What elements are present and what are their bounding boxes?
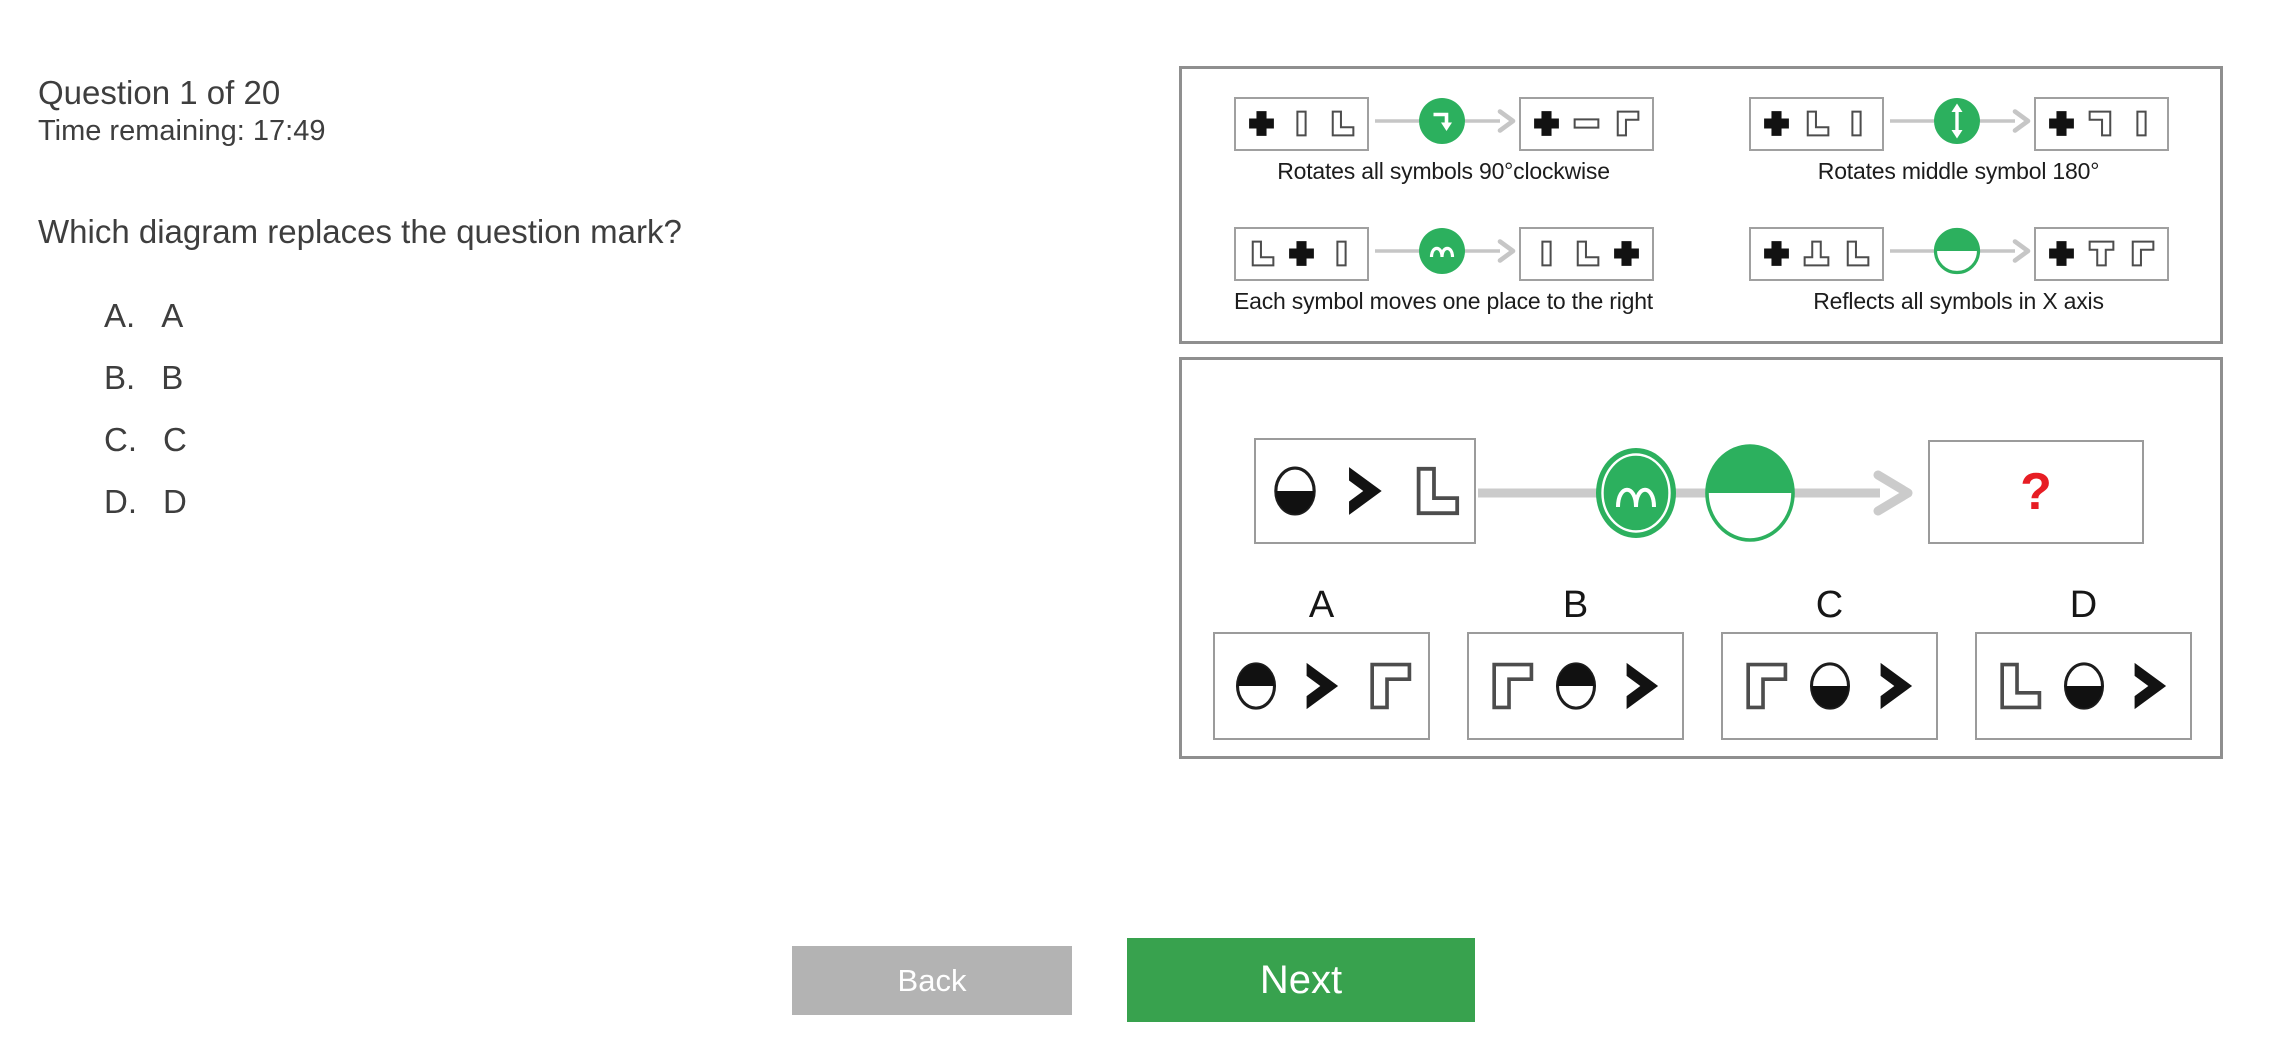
answer-option-b[interactable]: B. B (104, 359, 682, 397)
bar-v-symbol (1540, 240, 1552, 267)
bar-h-symbol (1573, 118, 1599, 129)
rules-panel: Rotates all symbols 90°clockwise Rotates… (1179, 66, 2223, 344)
plus-symbol (1763, 111, 1789, 136)
gamma-symbol (1616, 110, 1639, 137)
option-label: A (161, 296, 184, 334)
rule-caption: Rotates all symbols 90°clockwise (1277, 158, 1610, 184)
circle-bottom-black-symbol (1274, 466, 1316, 516)
L-symbol (1251, 240, 1274, 267)
plus-symbol (2048, 241, 2074, 266)
diagram-option-letter-d: D (2069, 584, 2098, 626)
rule-caption: Reflects all symbols in X axis (1813, 288, 2104, 314)
next-button[interactable]: Next (1127, 938, 1475, 1022)
circle-bottom-black-symbol (1809, 662, 1850, 710)
L-symbol (1999, 662, 2041, 710)
gamma-symbol (1369, 662, 1411, 710)
question-mark: ? (2020, 463, 2052, 521)
answer-option-d[interactable]: D. D (104, 483, 682, 521)
rotate-cw-icon (1369, 95, 1519, 152)
rule-reflect-x: Reflects all symbols in X axis (1748, 225, 2169, 315)
L-symbol (1416, 466, 1460, 516)
rule-after-box (2033, 96, 2169, 151)
rule-caption: Rotates middle symbol 180° (1817, 158, 2100, 184)
circle-bottom-black-symbol (2063, 662, 2104, 710)
chevron-symbol (1306, 662, 1338, 710)
rotate-180-icon (1884, 95, 2034, 152)
answer-option-a[interactable]: A. A (104, 297, 682, 335)
diagram-option-letter-b: B (1562, 584, 1589, 626)
rule-row (1748, 225, 2169, 282)
option-key: A. (104, 296, 136, 334)
stimulus-box (1254, 438, 1476, 544)
diagram-option-box-c (1721, 632, 1938, 740)
bar-v-symbol (2135, 110, 2147, 137)
option-label: C (163, 420, 187, 458)
plus-symbol (2048, 111, 2074, 136)
option-key: C. (104, 420, 137, 458)
rule-rotate-90cw: Rotates all symbols 90°clockwise (1233, 95, 1654, 185)
circle-top-black-symbol (1555, 662, 1596, 710)
rule-caption: Each symbol moves one place to the right (1233, 288, 1653, 314)
chevron-symbol (1880, 662, 1912, 710)
option-label: D (163, 482, 187, 520)
question-counter: Question 1 of 20 (38, 74, 281, 111)
shift-right-icon (1369, 225, 1519, 282)
rule-row (1748, 95, 2169, 152)
L-symbol (1331, 110, 1354, 137)
diagram-option-letter-c: C (1815, 584, 1844, 626)
plus-symbol (1763, 241, 1789, 266)
rule-rotate-middle-180: Rotates middle symbol 180° (1748, 95, 2169, 185)
back-button[interactable]: Back (792, 946, 1072, 1015)
chevron-symbol (2134, 662, 2166, 710)
option-key: B. (104, 358, 136, 396)
bar-v-symbol (1295, 110, 1307, 137)
gamma-symbol (1745, 662, 1787, 710)
plus-symbol (1248, 111, 1274, 136)
L-symbol (1576, 240, 1599, 267)
gamma-symbol (2131, 240, 2154, 267)
L-symbol (1846, 240, 1869, 267)
plus-symbol (1288, 241, 1314, 266)
rule-shift-right: Each symbol moves one place to the right (1233, 225, 1654, 315)
question-mark-box: ? (1928, 440, 2144, 544)
chevron-symbol (1626, 662, 1658, 710)
L180-symbol (2088, 110, 2111, 137)
rule-after-box (1518, 96, 1654, 151)
option-label: B (161, 358, 184, 396)
T-inv-symbol (1803, 240, 1829, 267)
chevron-symbol (1349, 467, 1382, 515)
bar-v-symbol (1850, 110, 1862, 137)
transform-flow-arrow (1478, 420, 1928, 566)
option-key: D. (104, 482, 137, 520)
answer-option-c[interactable]: C. C (104, 421, 682, 459)
rule-before-box (1233, 96, 1369, 151)
plus-symbol (1613, 241, 1639, 266)
question-info-block: Question 1 of 20 Time remaining: 17:49 W… (38, 72, 682, 545)
bar-v-symbol (1335, 240, 1347, 267)
rule-before-box (1233, 226, 1369, 281)
rule-row (1233, 95, 1654, 152)
rule-row (1233, 225, 1654, 282)
question-panel: ? A B C D (1179, 357, 2223, 759)
reflect-x-icon (1884, 225, 2034, 282)
plus-symbol (1533, 111, 1559, 136)
rule-before-box (1748, 226, 1884, 281)
diagram-option-letter-a: A (1308, 584, 1335, 626)
diagram-option-box-a (1213, 632, 1430, 740)
rule-after-box (2033, 226, 2169, 281)
rule-after-box (1518, 226, 1654, 281)
L-symbol (1806, 110, 1829, 137)
diagram-option-box-b (1467, 632, 1684, 740)
answer-option-list: A. A B. B C. C D. D (38, 297, 682, 521)
question-text: Which diagram replaces the question mark… (38, 212, 682, 250)
circle-top-black-symbol (1235, 662, 1276, 710)
gamma-symbol (1491, 662, 1533, 710)
T-symbol (2088, 240, 2114, 267)
diagram-option-box-d (1975, 632, 2192, 740)
rule-before-box (1748, 96, 1884, 151)
time-remaining: Time remaining: 17:49 (38, 115, 326, 148)
